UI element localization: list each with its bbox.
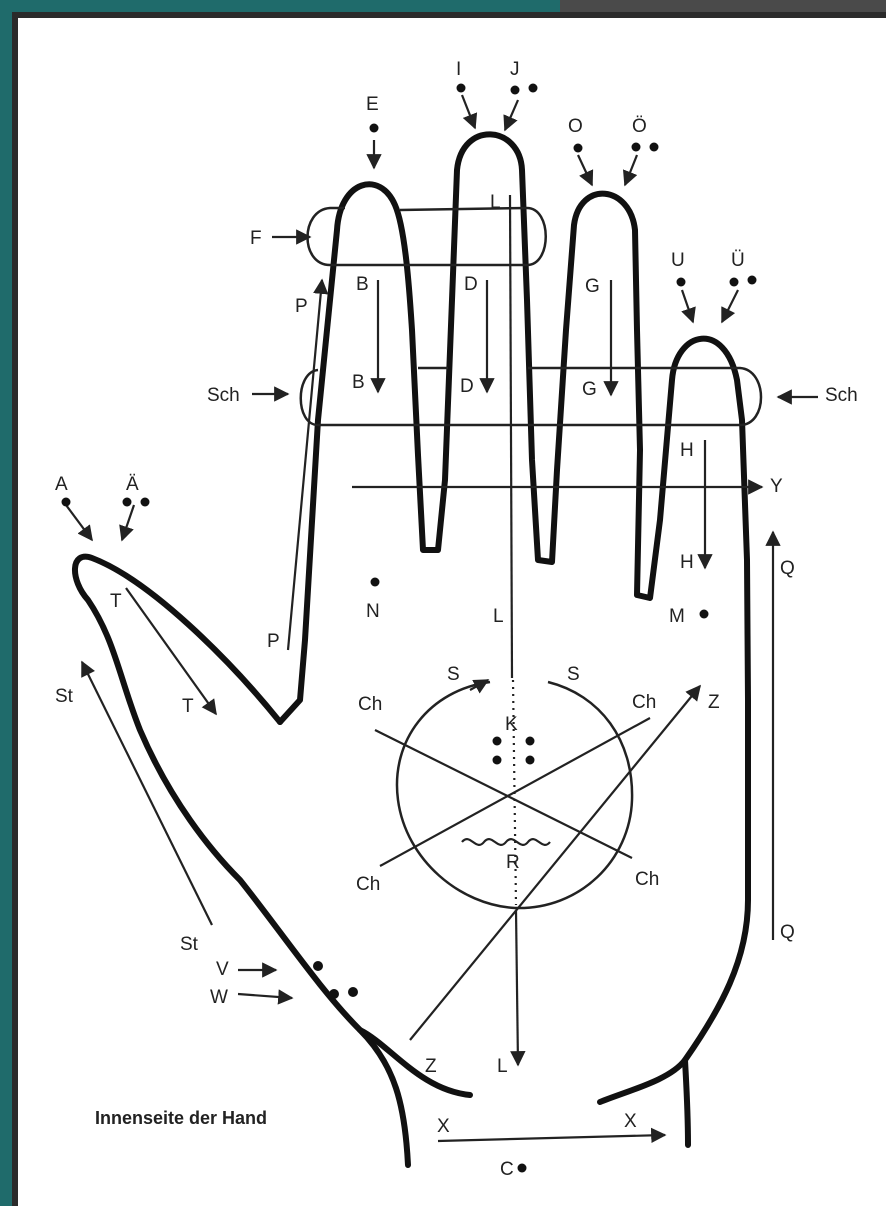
label-K: K [505,714,518,735]
label-E: E [366,94,379,115]
dot-W-1 [329,989,339,999]
thumb-outline [75,557,408,1165]
label-B-top: B [356,274,369,295]
label-P-bottom: P [267,631,280,652]
dot-J-2 [529,84,538,93]
label-G-bottom: G [582,379,597,400]
dot-U [677,278,686,287]
label-Ch-top-right: Ch [632,692,656,713]
label-Q-top: Q [780,558,795,579]
dot-N [371,578,380,587]
arrow-A [66,505,92,540]
dot-AE-1 [123,498,132,507]
arrow-J [505,100,518,130]
hand-outline [75,134,748,1165]
label-C: C [500,1159,514,1180]
label-H-bottom: H [680,552,694,573]
wrist-right [600,1060,685,1102]
label-Z-top: Z [708,692,720,713]
label-Ch-bottom-right: Ch [635,869,659,890]
dot-C [518,1164,527,1173]
label-L-bottom: L [497,1056,508,1077]
label-G-top: G [585,276,600,297]
dot-J-1 [511,86,520,95]
dot-K-1 [493,737,502,746]
label-Sch-left: Sch [207,385,240,406]
label-B-bottom: B [352,372,365,393]
arrow-Ch-2 [380,718,650,866]
label-P-top: P [295,296,308,317]
wrist-left [360,1030,470,1095]
dot-AE-2 [141,498,150,507]
label-D-top: D [464,274,478,295]
dot-I [457,84,466,93]
dot-UE-1 [730,278,739,287]
label-OE: Ö [632,116,647,137]
label-UE: Ü [731,250,745,271]
wave-R [462,839,550,845]
dot-W-2 [348,987,358,997]
label-N: N [366,601,380,622]
dot-UE-2 [748,276,757,285]
label-H-top: H [680,440,694,461]
arrow-UE [722,290,738,322]
arrow-Z [410,686,700,1040]
arrow-AE [122,505,134,540]
label-AE: Ä [126,474,139,495]
label-S-right: S [567,664,580,685]
dot-K-3 [493,756,502,765]
arrow-OE [625,155,637,185]
dot-V [313,961,323,971]
label-Ch-top-left: Ch [358,694,382,715]
label-M: M [669,606,685,627]
label-W: W [210,987,228,1008]
dot-O [574,144,583,153]
arrow-W [238,994,292,998]
label-V: V [216,959,229,980]
label-Sch-right: Sch [825,385,858,406]
label-L-top: L [490,192,501,213]
label-J: J [510,59,520,80]
dot-K-4 [526,756,535,765]
dot-E [370,124,379,133]
label-A: A [55,474,68,495]
label-T-top: T [110,591,122,612]
arrow-O [578,155,592,185]
label-D-bottom: D [460,376,474,397]
label-I: I [456,59,461,80]
label-X-left: X [437,1116,450,1137]
label-R: R [506,852,520,873]
label-S-left: S [447,664,460,685]
label-O: O [568,116,583,137]
arrow-I [462,95,475,128]
dot-A [62,498,71,507]
label-F: F [250,228,262,249]
label-St-bottom: St [180,934,199,955]
dots [62,84,757,1173]
label-Q-bottom: Q [780,922,795,943]
dot-OE-1 [632,143,641,152]
label-Z-bottom: Z [425,1056,437,1077]
label-L-middle: L [493,606,504,627]
arrow-U [682,290,693,322]
arrow-X [438,1135,665,1141]
label-St-top: St [55,686,74,707]
dot-OE-2 [650,143,659,152]
label-Y: Y [770,476,783,497]
arrow-L-top [510,195,512,678]
label-T-bottom: T [182,696,194,717]
dot-M [700,610,709,619]
label-X-right: X [624,1111,637,1132]
dot-K-2 [526,737,535,746]
label-Ch-bottom-left: Ch [356,874,380,895]
diagram-caption: Innenseite der Hand [95,1108,267,1128]
arrow-L-bottom [516,910,518,1065]
label-U: U [671,250,685,271]
